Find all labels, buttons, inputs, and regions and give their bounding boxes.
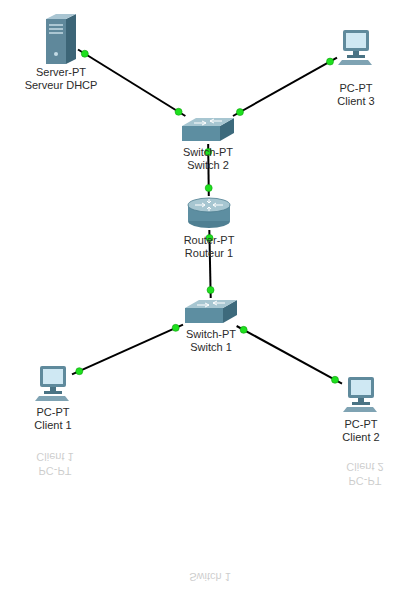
device-name: Client 3: [337, 95, 374, 108]
switch-front: [185, 308, 223, 323]
monitor-neck: [50, 387, 56, 391]
server-icon: [44, 14, 78, 64]
device-model: PC-PT: [342, 418, 379, 431]
switch-front: [182, 126, 220, 141]
device-caption: Switch-PTSwitch 1: [186, 328, 236, 354]
device-name: Client 2: [342, 431, 379, 444]
device-caption: Router-PTRouteur 1: [184, 234, 235, 260]
link-light: [207, 287, 214, 294]
monitor-bezel: [348, 377, 374, 398]
reflection-text: Client 2: [346, 460, 383, 473]
network-cable: [233, 58, 337, 116]
device-name: Serveur DHCP: [25, 79, 98, 92]
monitor-base: [347, 55, 365, 58]
keyboard: [35, 396, 69, 401]
switch-top: [182, 118, 234, 126]
pc-icon: [342, 375, 380, 413]
device-name: Client 1: [34, 419, 71, 432]
link-light: [172, 324, 179, 331]
pc-device: PC-PTClient 1: [34, 364, 72, 402]
device-model: PC-PT: [337, 82, 374, 95]
link-light: [76, 368, 83, 375]
switch-device: Switch-PTSwitch 1: [183, 298, 239, 326]
link-light: [81, 50, 88, 57]
monitor-neck: [358, 398, 364, 402]
reflection-text: PC-PT: [349, 474, 382, 487]
device-caption: PC-PTClient 3: [337, 82, 374, 108]
reflection-text: Switch 1: [189, 570, 231, 583]
pc-device: PC-PTClient 3: [337, 28, 375, 66]
link-light: [240, 326, 247, 333]
pc-icon: [337, 28, 375, 66]
switch-arrows: [194, 119, 222, 125]
device-name: Routeur 1: [184, 247, 235, 260]
keyboard: [343, 407, 377, 412]
link-light: [331, 376, 338, 383]
router-icon: [186, 196, 232, 230]
device-caption: Server-PTServeur DHCP: [25, 66, 98, 92]
monitor-base: [44, 391, 62, 394]
network-cable: [72, 325, 183, 375]
device-caption: PC-PTClient 2: [342, 418, 379, 444]
device-model: Switch-PT: [186, 328, 236, 341]
router-top: [188, 198, 230, 212]
server-button: [54, 52, 58, 56]
device-model: Router-PT: [184, 234, 235, 247]
server-front: [46, 19, 66, 64]
network-cable: [237, 326, 342, 384]
keyboard: [338, 60, 372, 65]
link-light: [205, 185, 212, 192]
server-top: [46, 14, 76, 19]
pc-device: PC-PTClient 2: [342, 375, 380, 413]
server-device: Server-PTServeur DHCP: [44, 14, 78, 64]
server-slot: [49, 32, 63, 34]
reflection-text: Client 1: [36, 450, 73, 463]
switch-icon: [183, 298, 239, 326]
switch-icon: [180, 116, 236, 144]
router-device: Router-PTRouteur 1: [186, 196, 232, 230]
monitor-screen: [346, 33, 366, 48]
device-caption: Switch-PTSwitch 2: [183, 146, 233, 172]
router-arrows: [195, 199, 223, 211]
device-model: Switch-PT: [183, 146, 233, 159]
device-caption: PC-PTClient 1: [34, 406, 71, 432]
switch-arrows: [197, 301, 225, 307]
server-side: [66, 14, 76, 64]
device-name: Switch 1: [186, 341, 236, 354]
monitor-bezel: [40, 366, 66, 387]
monitor-neck: [353, 51, 359, 55]
link-light: [327, 58, 334, 65]
device-model: Server-PT: [25, 66, 98, 79]
link-light: [236, 109, 243, 116]
reflection-text: PC-PT: [39, 464, 72, 477]
device-model: PC-PT: [34, 406, 71, 419]
monitor-screen: [43, 369, 63, 384]
monitor-bezel: [343, 30, 369, 51]
link-light: [175, 108, 182, 115]
server-slot: [49, 28, 63, 30]
server-slot: [49, 24, 63, 26]
monitor-screen: [351, 380, 371, 395]
switch-top: [185, 300, 237, 308]
pc-icon: [34, 364, 72, 402]
device-name: Switch 2: [183, 159, 233, 172]
switch-device: Switch-PTSwitch 2: [180, 116, 236, 144]
monitor-base: [352, 402, 370, 405]
